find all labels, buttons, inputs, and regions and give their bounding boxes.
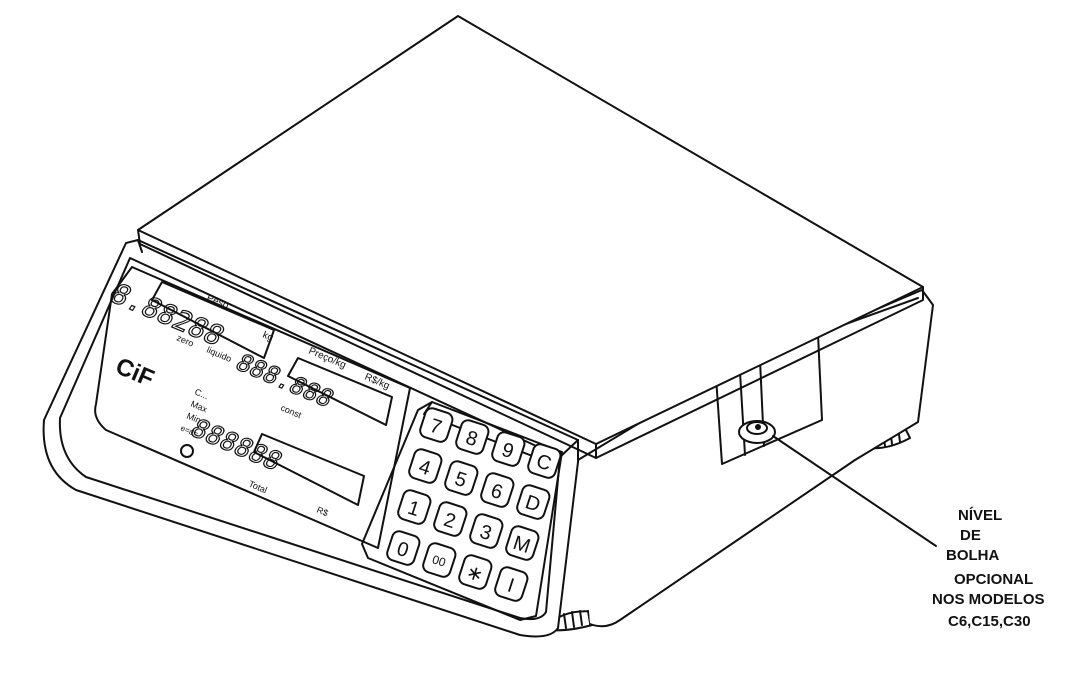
callout-line-3: BOLHA bbox=[946, 547, 999, 564]
approval-seal bbox=[180, 444, 194, 458]
keypad-key-star[interactable]: ∗ bbox=[457, 553, 493, 590]
callout-line-1: NÍVEL bbox=[958, 507, 1002, 524]
kg-unit: kg bbox=[261, 330, 275, 344]
keypad-key-d[interactable]: D bbox=[515, 483, 551, 520]
callout-line-4: OPCIONAL bbox=[954, 571, 1033, 588]
callout-line-6: C6,C15,C30 bbox=[948, 613, 1031, 630]
callout-text: NÍVEL DE BOLHA OPCIONAL NOS MODELOS C6,C15,C3… bbox=[932, 507, 1045, 630]
callout-line-2: DE bbox=[960, 527, 981, 544]
keypad-key-3[interactable]: 3 bbox=[468, 512, 504, 549]
price-display bbox=[287, 357, 393, 426]
keypad-key-label: D bbox=[522, 491, 543, 516]
keypad-key-label: 00 bbox=[430, 552, 447, 570]
keypad-key-label: ∗ bbox=[463, 561, 486, 587]
keypad-key-6[interactable]: 6 bbox=[479, 471, 515, 508]
keypad-key-c[interactable]: C bbox=[526, 442, 562, 479]
keypad-key-8[interactable]: 8 bbox=[454, 418, 490, 455]
callout-leader-line bbox=[772, 435, 937, 547]
keypad-key-1[interactable]: 1 bbox=[396, 488, 432, 525]
keypad-frame bbox=[361, 401, 563, 621]
base-right-face bbox=[577, 289, 934, 628]
console-body bbox=[42, 239, 579, 638]
keypad-key-label: M bbox=[510, 532, 533, 558]
total-display bbox=[253, 433, 365, 506]
keypad-key-i[interactable]: I bbox=[493, 565, 529, 602]
keypad-key-m[interactable]: M bbox=[504, 524, 540, 561]
keypad-key-2[interactable]: 2 bbox=[432, 500, 468, 537]
keypad-key-00[interactable]: 00 bbox=[421, 541, 457, 578]
keypad-key-9[interactable]: 9 bbox=[490, 430, 526, 467]
keypad-key-7[interactable]: 7 bbox=[418, 406, 454, 443]
keypad-key-5[interactable]: 5 bbox=[443, 459, 479, 496]
bubble-level bbox=[738, 420, 776, 444]
weight-display bbox=[151, 281, 275, 359]
rs-unit: R$ bbox=[315, 505, 330, 519]
keypad-key-label: C bbox=[533, 450, 554, 475]
side-handle-cavity bbox=[715, 333, 823, 465]
keypad-key-4[interactable]: 4 bbox=[407, 447, 443, 484]
callout-line-5: NOS MODELOS bbox=[932, 591, 1045, 608]
keypad-key-0[interactable]: 0 bbox=[385, 529, 421, 566]
